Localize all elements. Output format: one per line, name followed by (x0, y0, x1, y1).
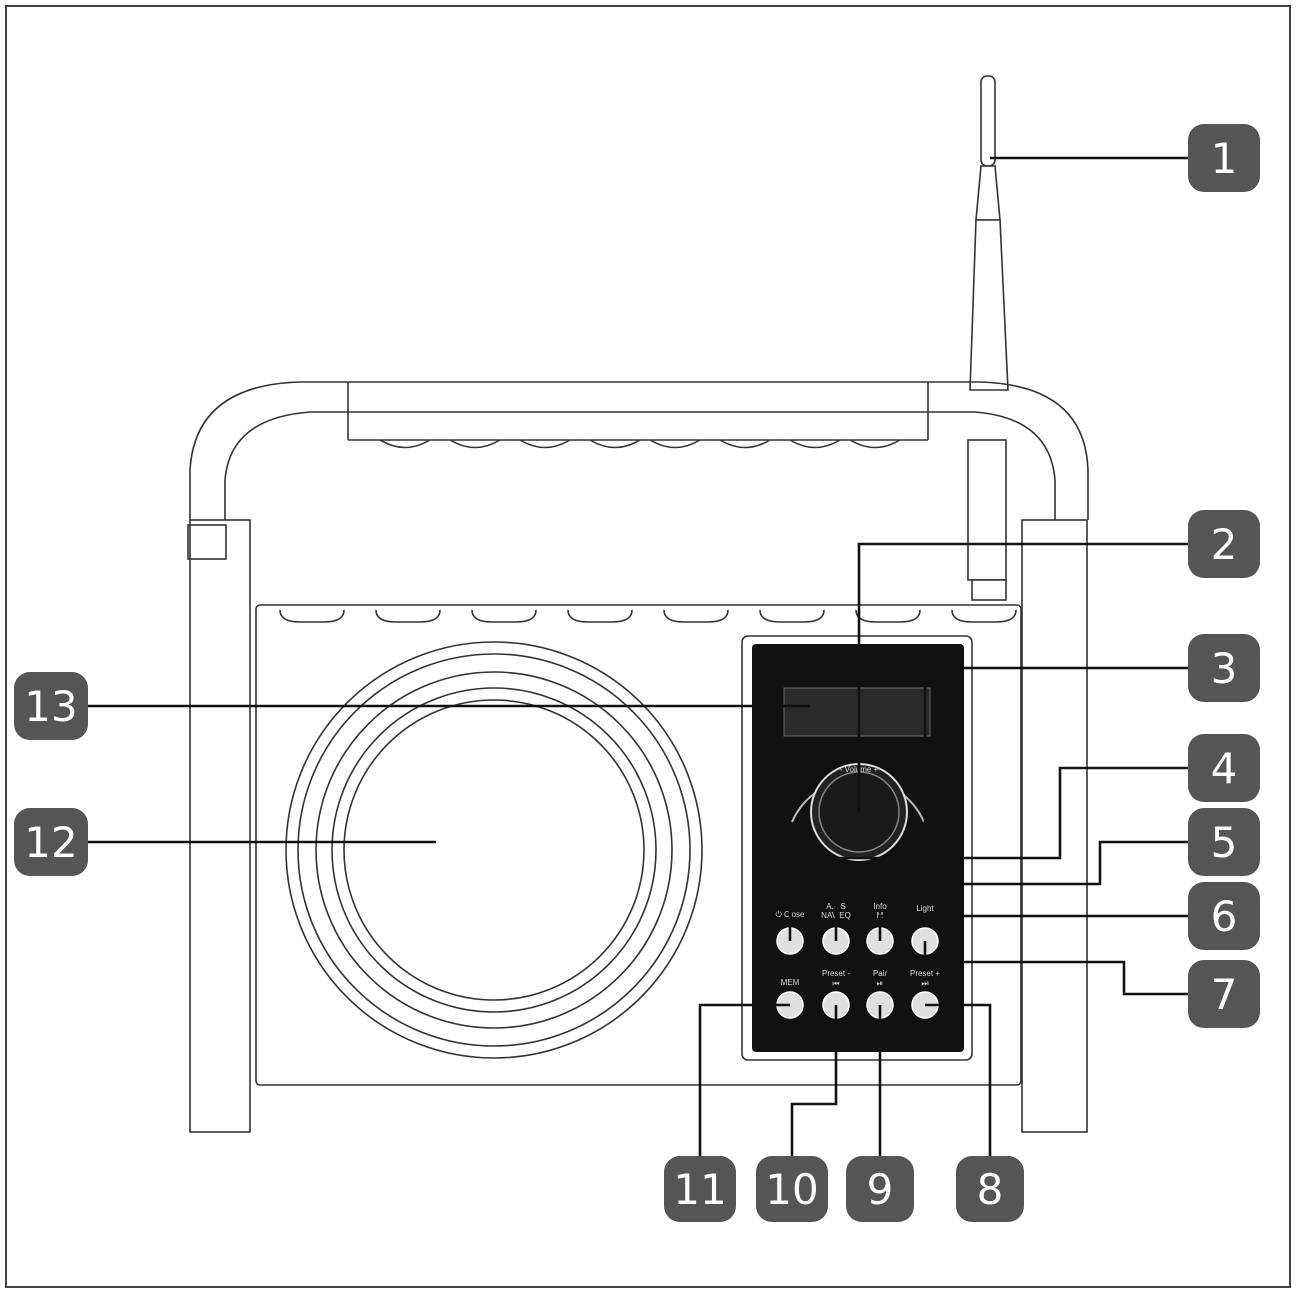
leader-7 (923, 941, 1188, 996)
leader-3 (923, 666, 1188, 826)
svg-text:5: 5 (1211, 818, 1238, 867)
svg-text:1: 1 (1211, 134, 1238, 183)
pair-label-bottom: ⏯ (877, 979, 883, 988)
outer-frame (5, 5, 1291, 1288)
mem-button-label: MEM (781, 978, 800, 987)
callout-8: 8 (956, 1156, 1024, 1222)
callout-12: 12 (14, 808, 88, 876)
callout-3: 3 (1188, 634, 1260, 702)
svg-text:13: 13 (24, 682, 77, 731)
leader-10 (790, 1005, 838, 1156)
svg-text:3: 3 (1211, 644, 1238, 693)
preset-plus-label-top: Preset + (910, 969, 940, 978)
svg-text:9: 9 (867, 1165, 894, 1214)
leader-lines (88, 156, 1188, 1156)
svg-text:6: 6 (1211, 892, 1238, 941)
preset-plus-label-bottom: ⏭ (921, 979, 928, 988)
callout-badges: 1 2 3 4 5 6 7 8 (14, 124, 1260, 1222)
leader-11 (698, 1003, 790, 1156)
leader-4 (788, 766, 1188, 941)
callout-2: 2 (1188, 510, 1260, 578)
pair-label-top: Pair (873, 969, 888, 978)
svg-text:11: 11 (673, 1165, 726, 1214)
leader-2 (857, 542, 1188, 812)
preset-minus-label-top: Preset - (822, 969, 850, 978)
callout-6: 6 (1188, 882, 1260, 950)
leader-6 (878, 914, 1188, 941)
svg-text:4: 4 (1211, 744, 1238, 793)
info-button-label-top: Info (873, 902, 887, 911)
svg-text:2: 2 (1211, 520, 1238, 569)
callout-7: 7 (1188, 960, 1260, 1028)
light-button-label: Light (916, 904, 934, 913)
speaker (285, 641, 703, 1059)
leader-5 (834, 840, 1188, 941)
control-panel: - Volume + ⏻ Close A... S NAV EQ Info M … (741, 635, 973, 1061)
callout-5: 5 (1188, 808, 1260, 876)
callout-9: 9 (846, 1156, 914, 1222)
display-window (783, 687, 931, 737)
carry-handle (187, 381, 1089, 1133)
callout-1: 1 (1188, 124, 1260, 192)
leader-8 (925, 1003, 992, 1156)
callout-4: 4 (1188, 734, 1260, 802)
svg-text:7: 7 (1211, 970, 1238, 1019)
svg-text:8: 8 (977, 1165, 1004, 1214)
radio-body (255, 604, 1022, 1086)
callout-10: 10 (756, 1156, 828, 1222)
antenna (967, 75, 1009, 601)
svg-text:10: 10 (765, 1165, 818, 1214)
svg-text:12: 12 (24, 818, 77, 867)
callout-13: 13 (14, 672, 88, 740)
preset-minus-label-bottom: ⏮ (832, 979, 839, 988)
callout-11: 11 (664, 1156, 736, 1222)
